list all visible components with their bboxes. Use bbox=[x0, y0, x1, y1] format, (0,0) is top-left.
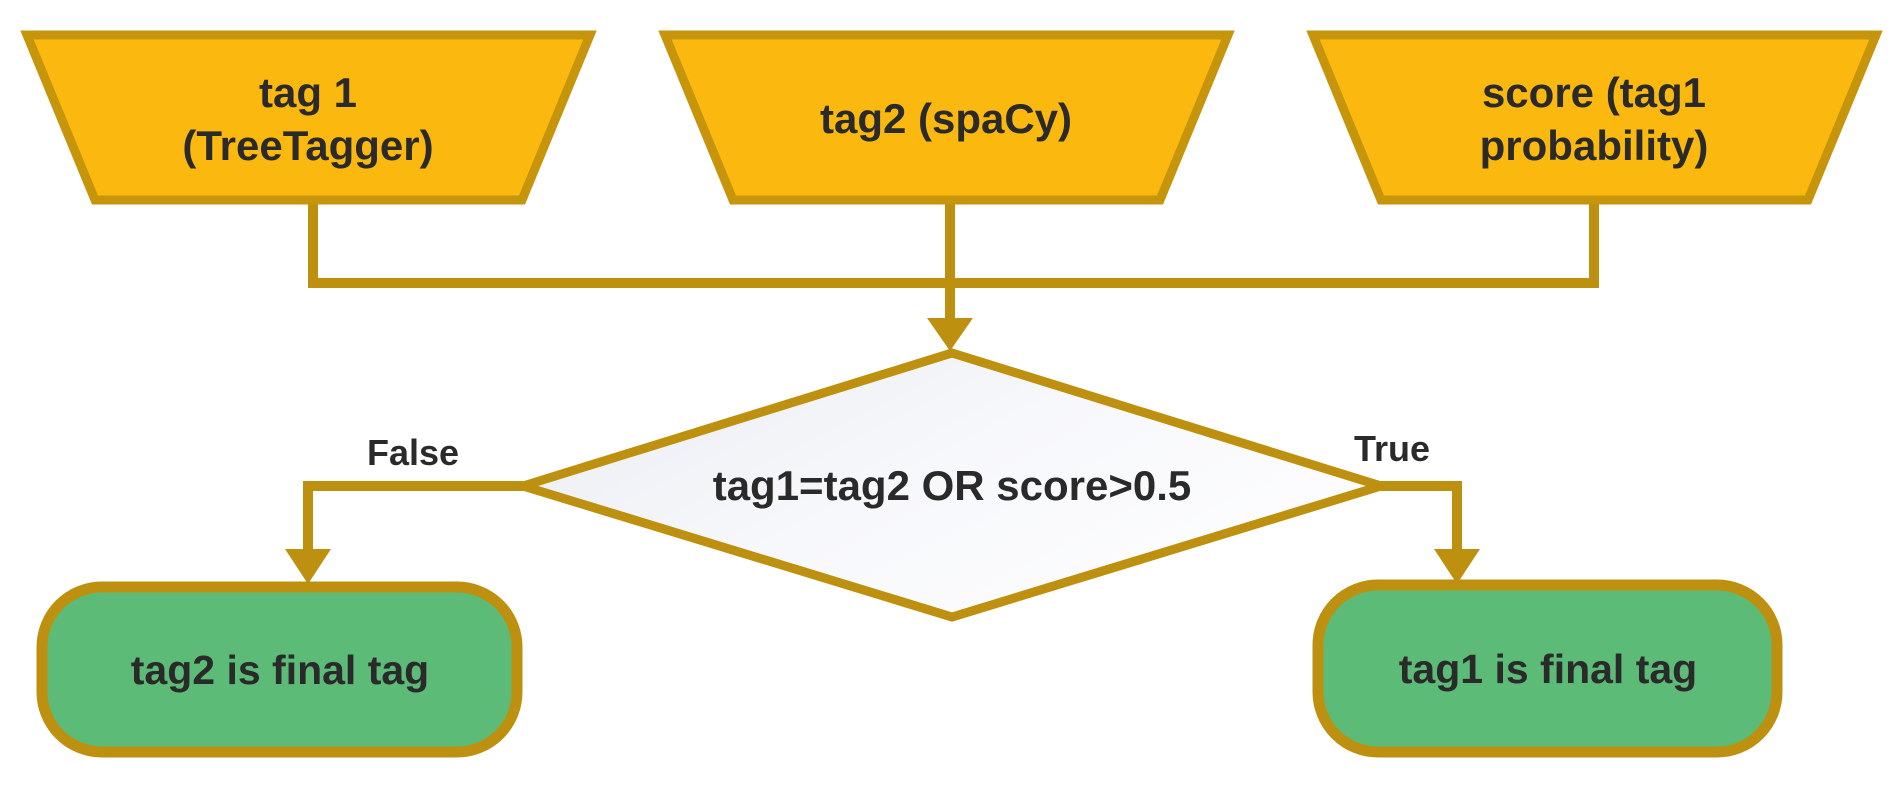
arrowhead-to-decision-icon bbox=[927, 318, 973, 351]
input-tag1-label-line2: (TreeTagger) bbox=[182, 122, 433, 169]
outcome-true-label: tag1 is final tag bbox=[1399, 646, 1697, 692]
input-trapezoid-score bbox=[1306, 30, 1883, 205]
branch-true-label: True bbox=[1354, 428, 1430, 469]
connector-branch-true bbox=[1381, 481, 1462, 551]
connector-branch-false bbox=[303, 481, 523, 551]
branch-false-label: False bbox=[367, 432, 459, 473]
input-tag2-label: tag2 (spaCy) bbox=[820, 95, 1072, 142]
input-tag1-label-line1: tag 1 bbox=[259, 69, 357, 116]
arrowhead-false-icon bbox=[285, 549, 331, 584]
arrowhead-true-icon bbox=[1434, 549, 1480, 584]
outcome-true-box bbox=[1312, 579, 1783, 758]
decision-condition-label: tag1=tag2 OR score>0.5 bbox=[713, 462, 1192, 509]
input-score-label-line1: score (tag1 bbox=[1482, 69, 1706, 116]
decision-diamond bbox=[507, 348, 1397, 622]
input-score-label-line2: probability) bbox=[1480, 122, 1709, 169]
outcome-false-box bbox=[36, 581, 523, 758]
input-trapezoid-tag1 bbox=[20, 30, 597, 205]
input-trapezoid-tag2 bbox=[658, 30, 1235, 205]
outcome-false-label: tag2 is final tag bbox=[131, 647, 429, 693]
